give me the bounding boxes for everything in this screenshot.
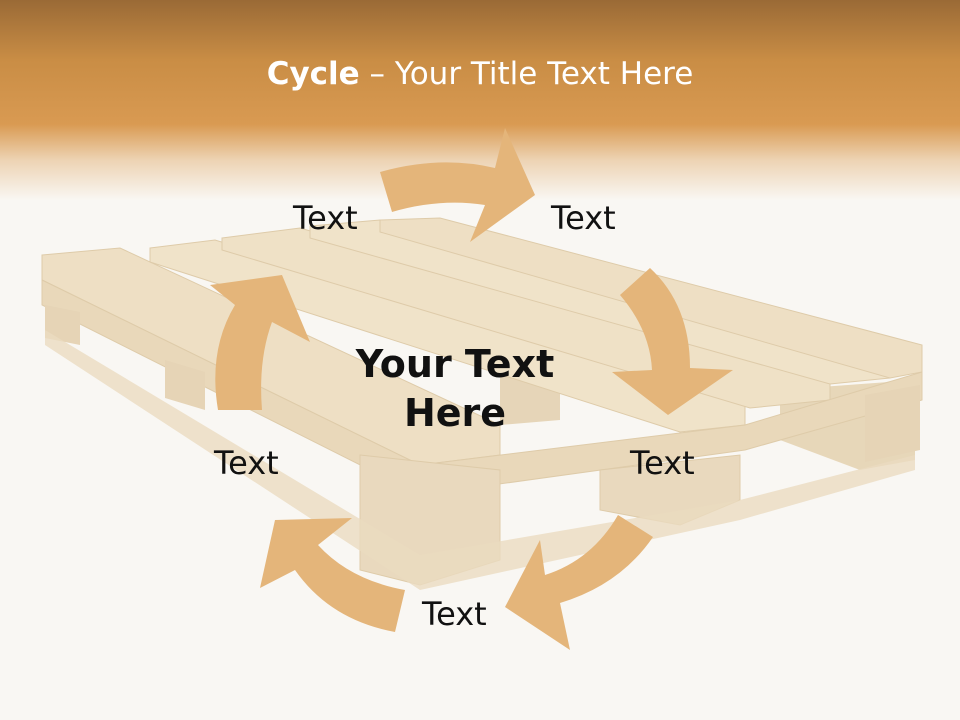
curved-arrow-icon — [210, 275, 310, 410]
step-label-5: Text — [214, 444, 279, 482]
step-label-1: Text — [293, 199, 358, 237]
step-label-2: Text — [551, 199, 616, 237]
curved-arrow-icon — [260, 518, 405, 632]
curved-arrow-icon — [505, 515, 653, 650]
step-label-3: Text — [630, 444, 695, 482]
curved-arrow-icon — [380, 128, 535, 242]
slide-title: Cycle – Your Title Text Here — [0, 56, 960, 92]
center-text: Your Text Here — [355, 342, 555, 436]
step-label-4: Text — [422, 595, 487, 633]
title-bold: Cycle — [266, 56, 360, 92]
curved-arrow-icon — [612, 268, 733, 415]
title-rest: – Your Title Text Here — [359, 56, 694, 92]
